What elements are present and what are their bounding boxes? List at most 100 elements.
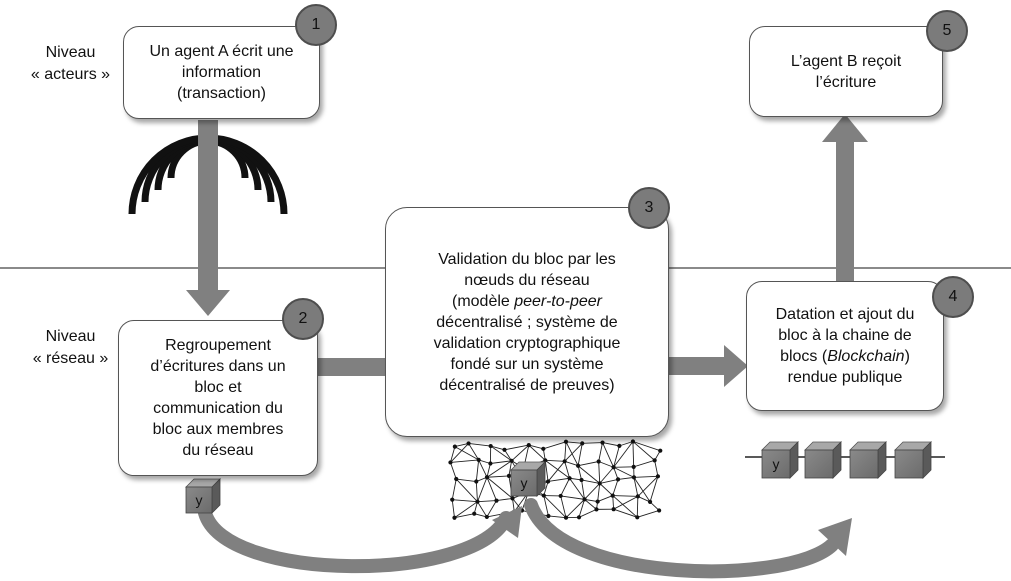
- step-1-badge: 1: [295, 4, 337, 46]
- mesh-link: [577, 465, 601, 484]
- mesh-link: [602, 442, 615, 468]
- mesh-link: [511, 444, 530, 462]
- mesh-node: [488, 461, 493, 466]
- mesh-link: [450, 443, 469, 463]
- mesh-link: [560, 495, 567, 518]
- step-3-text-segment: fondé sur un système: [450, 355, 604, 373]
- mesh-node: [541, 446, 546, 451]
- mesh-link: [581, 479, 600, 484]
- mesh-link: [454, 443, 469, 448]
- mesh-link: [486, 476, 513, 499]
- mesh-link: [496, 497, 513, 502]
- mesh-link: [451, 499, 455, 518]
- step-3-text-segment: (modèle: [451, 292, 515, 310]
- blockchain-cube-1-icon: y: [761, 441, 799, 479]
- block-label: y: [196, 492, 203, 508]
- step-3-text-segment: nœuds du réseau: [464, 271, 590, 289]
- step-5-text: L’agent B reçoit l’écriture: [790, 52, 902, 91]
- mesh-link: [468, 443, 480, 461]
- mesh-link: [490, 445, 512, 462]
- mesh-link: [454, 501, 478, 519]
- mesh-link: [613, 441, 634, 468]
- mesh-node: [448, 460, 453, 465]
- arrow-step4-to-step5: [822, 114, 868, 282]
- mesh-link: [490, 460, 512, 464]
- step-3-line: nœuds du réseau: [434, 270, 621, 291]
- blockchain-cube-4-icon: [894, 441, 932, 479]
- mesh-link: [490, 445, 505, 451]
- mesh-link: [613, 466, 635, 478]
- step-3-text-segment: décentralisé ; système de: [436, 313, 618, 331]
- step-4-badge: 4: [932, 276, 974, 318]
- mesh-link: [477, 501, 488, 518]
- step-3-italic-term: peer-to-peer: [514, 292, 602, 310]
- mesh-node: [484, 514, 489, 520]
- mesh-link: [450, 459, 479, 463]
- mesh-link: [577, 465, 582, 481]
- mesh-node: [452, 515, 457, 520]
- block-label: y: [521, 475, 528, 491]
- mesh-link: [599, 466, 614, 484]
- mesh-link: [451, 478, 457, 500]
- mesh-link: [564, 461, 570, 479]
- step-3-badge: 3: [628, 187, 670, 229]
- level-label-network: Niveau « réseau »: [18, 326, 123, 370]
- mesh-link: [633, 477, 639, 497]
- step-4-line: Datation et ajout du: [776, 304, 915, 325]
- step-4-text-segment: Datation et ajout du: [775, 306, 915, 323]
- step-2-badge: 2: [282, 298, 324, 340]
- level-label-actors-line1: Niveau: [45, 44, 96, 61]
- mesh-link: [578, 508, 597, 518]
- step-4-text-segment: bloc à la chaine de: [778, 327, 912, 344]
- mesh-node: [563, 439, 569, 444]
- step-3-line: validation cryptographique: [434, 333, 621, 354]
- mesh-link: [636, 496, 639, 518]
- mesh-node: [509, 458, 514, 463]
- mesh-link: [548, 515, 567, 519]
- mesh-node: [546, 513, 551, 519]
- mesh-link: [598, 442, 603, 462]
- mesh-link: [544, 459, 570, 479]
- mesh-node: [580, 441, 585, 446]
- arrow-step3-to-step4: [668, 345, 748, 387]
- blockchain-cube-2-icon: [804, 441, 842, 479]
- mesh-node: [631, 475, 637, 480]
- mesh-link: [468, 442, 491, 447]
- step-3-box: Validation du bloc par les nœuds du résea…: [385, 207, 669, 437]
- mesh-node: [484, 475, 490, 480]
- mesh-link: [543, 495, 549, 517]
- mesh-link: [544, 460, 549, 482]
- mesh-node: [452, 444, 457, 449]
- mesh-node: [597, 481, 602, 486]
- arrow-step2-to-step3: [317, 358, 387, 376]
- mesh-link: [613, 496, 639, 510]
- mesh-link: [548, 477, 570, 482]
- mesh-link: [565, 499, 585, 519]
- mesh-node: [579, 477, 584, 483]
- mesh-link: [560, 478, 570, 497]
- step-4-line: bloc à la chaine de: [776, 325, 915, 346]
- mesh-node: [472, 511, 477, 516]
- mesh-link: [637, 510, 660, 518]
- mesh-link: [584, 498, 598, 503]
- step-3-text-segment: Validation du bloc par les: [438, 250, 616, 268]
- step-3-text-segment: décentralisé de preuves): [439, 376, 615, 394]
- mesh-node: [545, 479, 551, 484]
- step-4-text-segment: rendue publique: [787, 369, 903, 386]
- mesh-link: [654, 460, 659, 477]
- mesh-link: [613, 508, 638, 518]
- mesh-node: [562, 459, 567, 464]
- mesh-link: [486, 475, 509, 478]
- mesh-node: [475, 499, 480, 504]
- step-2-box: Regroupement d’écritures dans un bloc et…: [118, 320, 318, 476]
- step-5-badge: 5: [926, 10, 968, 52]
- step-3-line: fondé sur un système: [434, 354, 621, 375]
- mesh-node: [594, 507, 599, 512]
- mesh-node: [582, 497, 587, 502]
- mesh-node: [595, 499, 600, 504]
- level-label-network-line2: « réseau »: [32, 350, 109, 367]
- mesh-link: [582, 442, 603, 444]
